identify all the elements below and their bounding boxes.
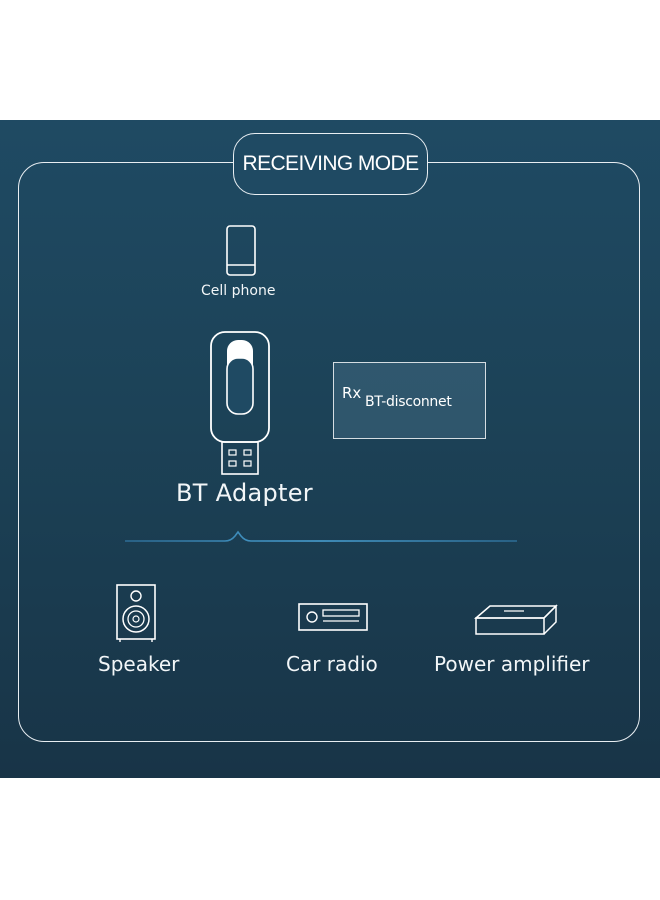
receiving-mode-panel: RECEIVING MODE Cell phone BT Adapter Rx … <box>0 120 660 778</box>
power-amplifier-label: Power amplifier <box>434 652 590 676</box>
speaker-label: Speaker <box>98 652 180 676</box>
usb-bluetooth-adapter-icon <box>210 331 270 475</box>
car-radio-label: Car radio <box>286 652 378 676</box>
speaker-icon <box>116 584 156 642</box>
status-display: Rx BT-disconnet <box>333 362 486 439</box>
status-message: BT-disconnet <box>365 394 452 410</box>
power-amplifier-icon <box>474 604 558 635</box>
status-mode: Rx <box>342 384 362 402</box>
cell-phone-label: Cell phone <box>201 283 276 299</box>
car-radio-icon <box>298 603 368 631</box>
cell-phone-icon <box>226 225 256 276</box>
bt-adapter-label: BT Adapter <box>176 479 313 507</box>
mode-title: RECEIVING MODE <box>233 133 428 195</box>
section-divider <box>125 530 517 542</box>
